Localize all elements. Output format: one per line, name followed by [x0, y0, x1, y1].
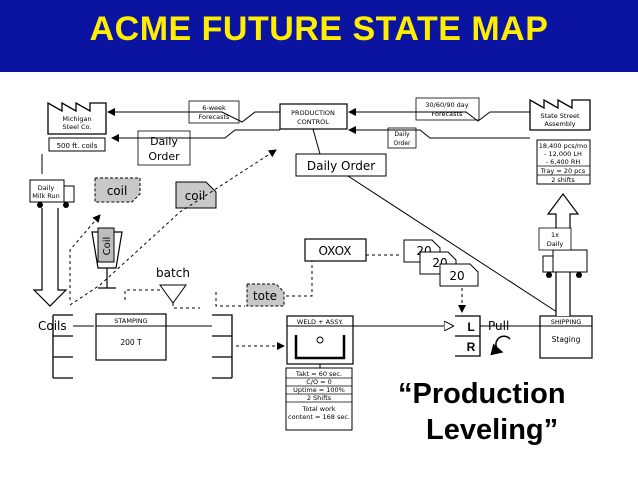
weld-assy-process-box	[286, 315, 354, 365]
stamping-name: STAMPING	[114, 317, 147, 325]
weld-shifts: 2 Shifts	[307, 394, 332, 402]
supplier-data-box	[48, 137, 106, 152]
production-leveling-caption: “Production Leveling”	[398, 376, 618, 448]
load-leveling-box	[304, 238, 367, 262]
coil-kanban-1-label: coil	[107, 184, 128, 198]
customer-lh: - 12,000 LH	[544, 150, 582, 158]
milk-run-line2: Milk Run	[32, 192, 60, 200]
truck-frequency-line1: 1x	[551, 231, 559, 239]
signal-kanban-label: Coil	[102, 237, 113, 256]
supplier-daily-order-line1: Daily	[150, 135, 178, 148]
customer-factory-icon: State Street Assembly	[529, 98, 591, 131]
supplier-forecast-line2: Forecasts	[199, 113, 231, 121]
caption-line1: “Production	[398, 378, 566, 410]
value-stream-map: Michigan Steel Co. 500 ft. coils State S…	[29, 97, 593, 431]
supplier-forecast-line1: 6-week	[202, 104, 226, 112]
milk-run-truck-icon: Daily Milk Run	[29, 179, 75, 208]
production-control-line1: PRODUCTION	[291, 109, 335, 117]
weld-co: C/O = 0	[306, 378, 332, 386]
supplier-shipment-arrow	[32, 208, 68, 307]
caption-line2: Leveling”	[426, 414, 559, 446]
kanban-card-3: 20	[449, 269, 464, 283]
milk-run-line1: Daily	[38, 184, 55, 192]
load-leveling-label: OXOX	[318, 244, 351, 258]
weld-total-work: Total work	[302, 405, 336, 413]
stamping-process-box	[95, 313, 167, 361]
customer-daily-order-flow	[348, 126, 530, 139]
daily-order-to-shipping	[347, 175, 561, 315]
customer-rh: - 6,400 RH	[546, 158, 581, 166]
customer-daily-order-line2: Order	[393, 140, 411, 147]
shipping-name: SHIPPING	[551, 318, 582, 326]
customer-data-box	[536, 139, 591, 185]
truck-frequency-line2: Daily	[547, 240, 564, 248]
supplier-factory-icon: Michigan Steel Co.	[47, 101, 107, 135]
stamping-value: 200 T	[120, 338, 142, 347]
weld-work-content: content = 168 sec.	[288, 413, 350, 421]
customer-forecast-flow	[348, 108, 530, 122]
page-title: ACME FUTURE STATE MAP	[89, 10, 549, 48]
finished-goods-supermarket-icon	[455, 315, 481, 357]
tote-kanban-label: tote	[253, 289, 277, 303]
title-banner	[0, 0, 638, 72]
customer-name-line2: Assembly	[544, 120, 575, 128]
customer-shifts: 2 shifts	[551, 176, 575, 184]
shipping-process-box	[539, 315, 593, 359]
customer-daily-order-box	[387, 127, 417, 149]
supplier-name-line2: Steel Co.	[62, 123, 91, 131]
coils-supermarket-icon	[52, 314, 73, 379]
customer-name-line1: State Street	[540, 112, 579, 120]
production-control-box	[279, 103, 348, 130]
supplier-daily-order-line2: Order	[148, 150, 180, 163]
coil-kanban-1: coil	[94, 177, 141, 203]
truck-frequency-box	[538, 227, 572, 251]
batch-label: batch	[156, 266, 190, 280]
customer-demand: 18,400 pcs/mo	[539, 142, 587, 150]
pc-to-daily-order	[312, 128, 321, 155]
tote-flow-1	[215, 292, 245, 307]
tote-kanban: tote	[246, 283, 285, 307]
supplier-daily-order-box	[137, 130, 191, 166]
signal-kanban-icon: Coil	[91, 227, 123, 289]
operator-cell-icon	[294, 335, 346, 360]
supermarket-right-label: R	[467, 340, 476, 354]
weld-assy-name: WELD + ASSY.	[297, 318, 343, 326]
daily-order-box	[295, 153, 387, 177]
supermarket-left-label: L	[467, 320, 474, 334]
customer-tray: Tray = 20 pcs	[540, 167, 586, 175]
customer-forecast-line2: Forecasts	[432, 110, 464, 118]
coil-kanban-2-label: coil	[185, 189, 206, 203]
pull-arrow-icon	[490, 335, 511, 356]
coil-kanban-flow-1	[69, 214, 101, 300]
daily-order-label: Daily Order	[307, 159, 375, 173]
coil-kanban-flow-2	[69, 149, 277, 306]
batch-triangle-icon	[159, 284, 187, 304]
coils-label: Coils	[38, 319, 67, 333]
supplier-data: 500 ft. coils	[57, 142, 98, 150]
coil-kanban-2: coil	[175, 181, 217, 209]
supplier-daily-order-flow	[111, 129, 280, 142]
production-control-line2: CONTROL	[297, 118, 329, 126]
tote-flow-2	[286, 240, 313, 297]
withdrawal-kanban-cards: 20 20 20	[403, 239, 479, 287]
shipping-value: Staging	[552, 335, 581, 344]
supplier-name-line1: Michigan	[62, 115, 91, 123]
weld-uptime: Uptime = 100%	[293, 386, 345, 394]
customer-forecast-box	[415, 97, 480, 121]
customer-daily-order-line1: Daily	[394, 131, 410, 138]
stamping-supermarket-icon	[212, 314, 233, 379]
supplier-forecast-flow	[107, 108, 280, 123]
weld-takt: Takt = 60 sec.	[295, 370, 342, 378]
customer-forecast-line1: 30/60/90 day	[425, 101, 468, 109]
